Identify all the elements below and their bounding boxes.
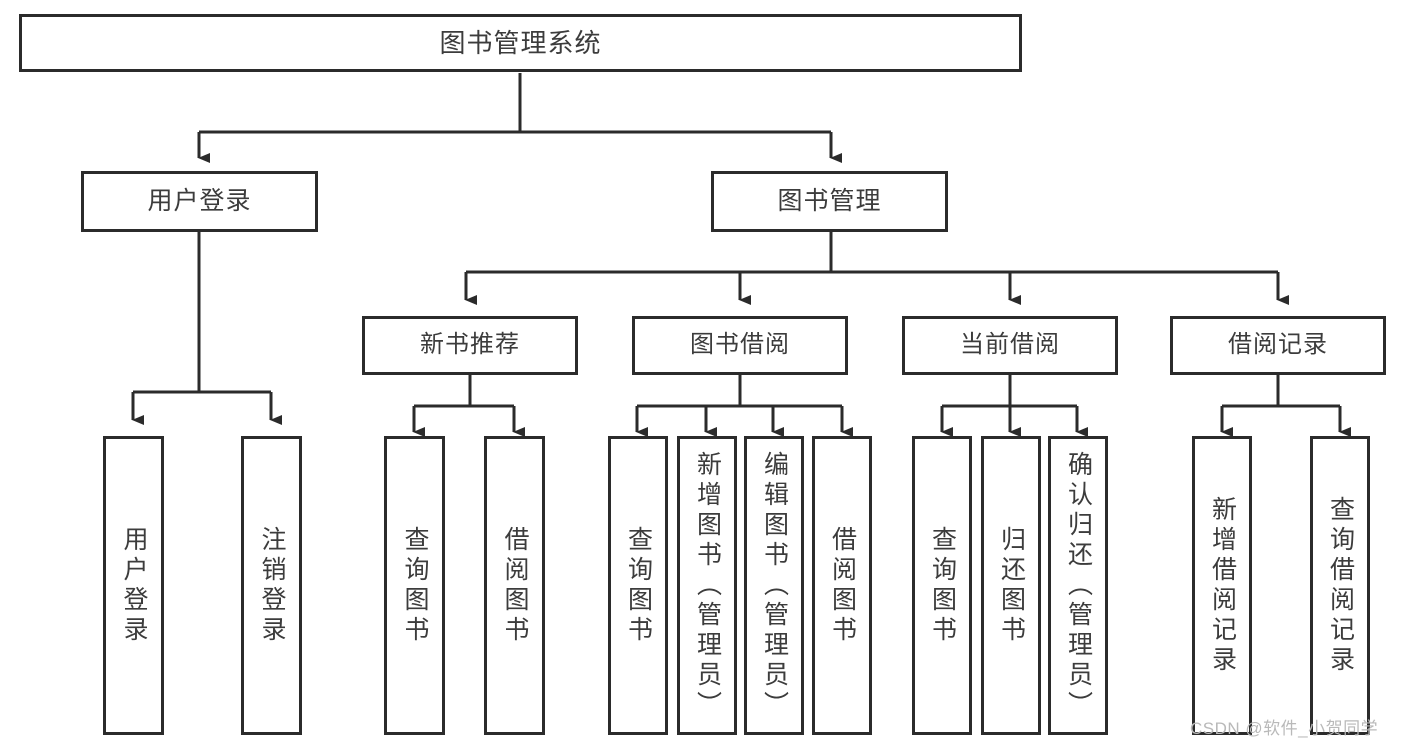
- node-label: 当前借阅: [960, 331, 1060, 359]
- node-label: 确认归还（管理员）: [1064, 450, 1093, 721]
- leaf-new-book-borrow-book[interactable]: 借阅图书: [484, 436, 545, 735]
- leaf-user-login-logout[interactable]: 注销登录: [241, 436, 302, 735]
- node-label: 用户登录: [147, 186, 252, 215]
- leaf-user-login-login[interactable]: 用户登录: [103, 436, 164, 735]
- node-label: 用户登录: [120, 525, 148, 646]
- node-label: 查询借阅记录: [1326, 495, 1355, 676]
- node-label: 借阅记录: [1228, 331, 1328, 359]
- leaf-book-borrow-edit-book-admin[interactable]: 编辑图书（管理员）: [744, 436, 804, 735]
- leaf-borrow-record-query-record[interactable]: 查询借阅记录: [1310, 436, 1370, 735]
- node-label: 图书借阅: [690, 331, 790, 359]
- leaf-current-borrow-return-book[interactable]: 归还图书: [981, 436, 1041, 735]
- leaf-current-borrow-confirm-return-admin[interactable]: 确认归还（管理员）: [1048, 436, 1108, 735]
- node-label: 新书推荐: [420, 331, 520, 359]
- node-book-borrow[interactable]: 图书借阅: [632, 316, 848, 375]
- leaf-book-borrow-borrow-book[interactable]: 借阅图书: [812, 436, 872, 735]
- leaf-new-book-query-book[interactable]: 查询图书: [384, 436, 445, 735]
- node-label: 查询图书: [624, 525, 653, 646]
- node-book-management[interactable]: 图书管理: [711, 171, 948, 232]
- node-label: 借阅图书: [501, 525, 529, 646]
- node-label: 编辑图书（管理员）: [760, 450, 789, 721]
- node-label: 图书管理: [777, 186, 882, 215]
- node-label: 新增借阅记录: [1208, 495, 1237, 676]
- leaf-current-borrow-query-book[interactable]: 查询图书: [912, 436, 972, 735]
- node-user-login[interactable]: 用户登录: [81, 171, 318, 232]
- node-label: 归还图书: [997, 525, 1026, 646]
- node-label: 查询图书: [928, 525, 957, 646]
- node-root-book-management-system[interactable]: 图书管理系统: [19, 14, 1022, 72]
- node-label: 图书管理系统: [439, 27, 602, 58]
- node-borrow-record[interactable]: 借阅记录: [1170, 316, 1386, 375]
- leaf-book-borrow-add-book-admin[interactable]: 新增图书（管理员）: [677, 436, 737, 735]
- leaf-book-borrow-query-book[interactable]: 查询图书: [608, 436, 668, 735]
- node-current-borrow[interactable]: 当前借阅: [902, 316, 1118, 375]
- node-label: 注销登录: [258, 525, 286, 646]
- csdn-watermark: CSDN @软件_小贺同学: [1190, 719, 1379, 738]
- leaf-borrow-record-add-record[interactable]: 新增借阅记录: [1192, 436, 1252, 735]
- node-label: 查询图书: [401, 525, 429, 646]
- node-label: 新增图书（管理员）: [693, 450, 722, 721]
- node-new-book-recommend[interactable]: 新书推荐: [362, 316, 578, 375]
- node-label: 借阅图书: [828, 525, 857, 646]
